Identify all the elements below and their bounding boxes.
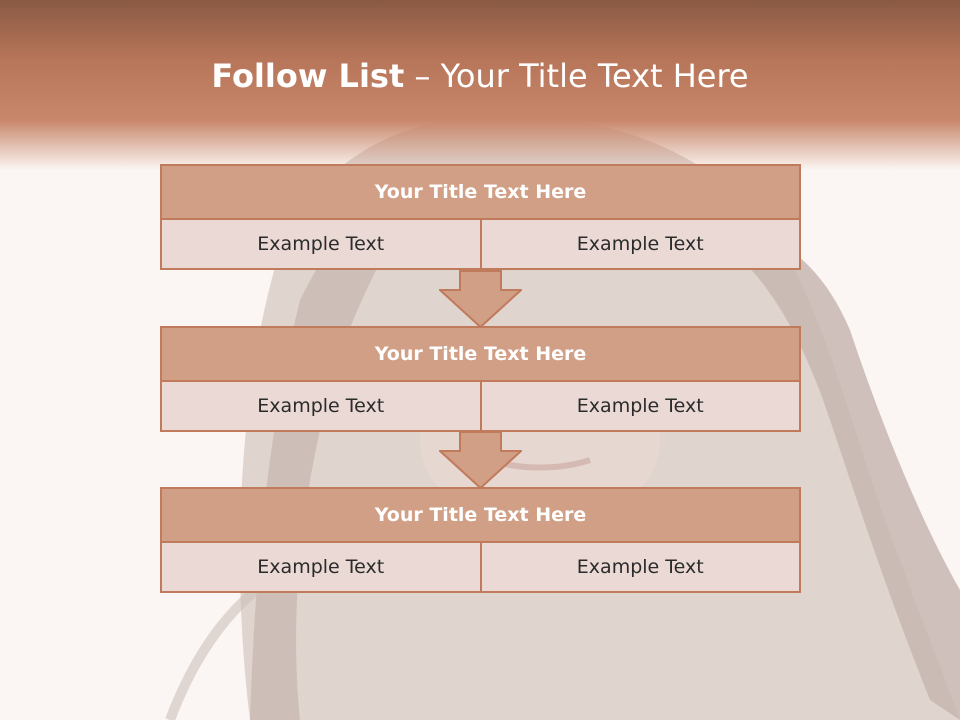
step-cell-right: Example Text bbox=[481, 382, 801, 432]
down-arrow-icon bbox=[439, 431, 522, 489]
page-title-rest: – Your Title Text Here bbox=[404, 57, 749, 95]
step-title: Your Title Text Here bbox=[160, 164, 801, 220]
down-arrow-icon bbox=[439, 270, 522, 328]
header-band bbox=[0, 0, 960, 170]
step-cell-right: Example Text bbox=[481, 543, 801, 593]
step-cell-right: Example Text bbox=[481, 220, 801, 270]
step-row: Example Text Example Text bbox=[160, 382, 801, 432]
step-row: Example Text Example Text bbox=[160, 543, 801, 593]
step-3: Your Title Text Here Example Text Exampl… bbox=[160, 487, 801, 593]
page-title-bold: Follow List bbox=[211, 57, 405, 95]
step-row: Example Text Example Text bbox=[160, 220, 801, 270]
step-cell-left: Example Text bbox=[160, 382, 482, 432]
step-cell-left: Example Text bbox=[160, 543, 482, 593]
step-1: Your Title Text Here Example Text Exampl… bbox=[160, 164, 801, 270]
page-title: Follow List – Your Title Text Here bbox=[0, 52, 960, 100]
step-cell-left: Example Text bbox=[160, 220, 482, 270]
step-title: Your Title Text Here bbox=[160, 487, 801, 543]
step-2: Your Title Text Here Example Text Exampl… bbox=[160, 326, 801, 432]
step-title: Your Title Text Here bbox=[160, 326, 801, 382]
